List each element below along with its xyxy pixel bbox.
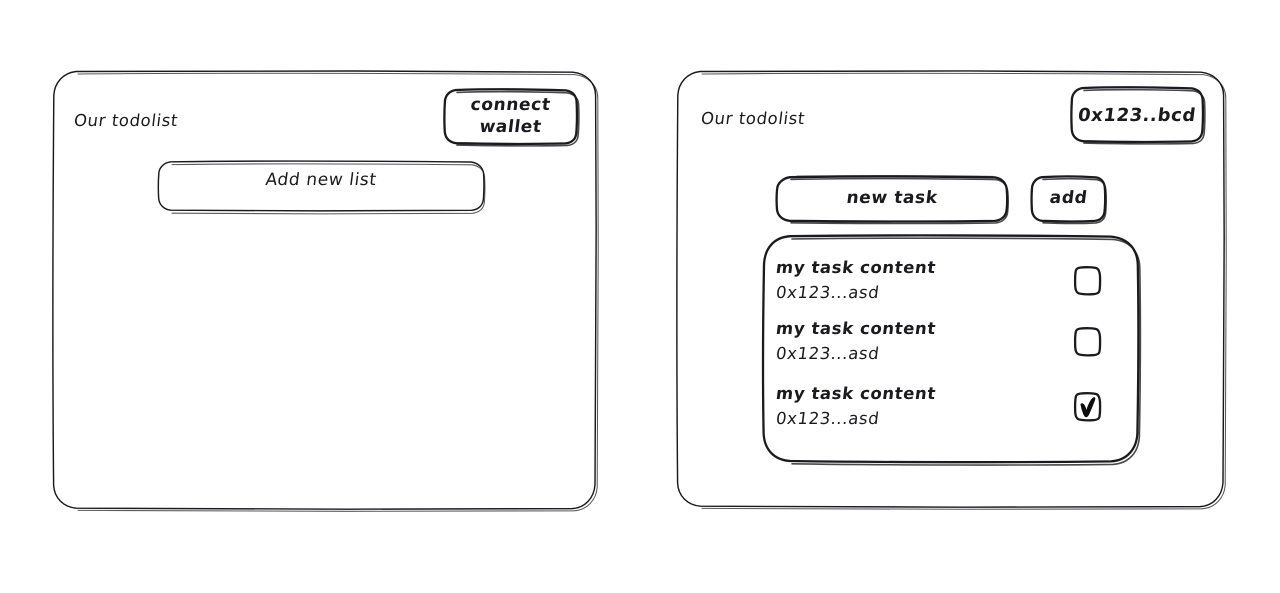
wallet-address-label: 0x123..bcd bbox=[1076, 105, 1198, 126]
screen-connected-panel: Our todolist 0x123..bcd new task add bbox=[676, 70, 1227, 510]
checkbox-shape bbox=[1073, 266, 1102, 296]
new-task-input-value: new task bbox=[845, 188, 939, 208]
screen-disconnected-panel: Our todolist connect wallet Add new list bbox=[52, 70, 599, 512]
task-address: 0x123...asd bbox=[774, 343, 881, 363]
page-title: Our todolist bbox=[72, 111, 180, 130]
wallet-address-badge[interactable]: 0x123..bcd bbox=[1070, 86, 1206, 145]
add-new-list-label: Add new list bbox=[264, 170, 378, 190]
task-content: my task content bbox=[774, 384, 938, 403]
page-title: Our todolist bbox=[699, 109, 807, 128]
checkbox-checked-icon[interactable] bbox=[1073, 392, 1102, 422]
checkbox-unchecked-icon[interactable] bbox=[1073, 327, 1102, 357]
task-list-item[interactable]: my task content 0x123...asd bbox=[774, 317, 1106, 367]
task-list: my task content 0x123...asd my task cont… bbox=[756, 234, 1145, 466]
task-address: 0x123...asd bbox=[774, 282, 881, 302]
new-task-input[interactable]: new task bbox=[775, 175, 1009, 225]
check-glyph bbox=[1080, 397, 1096, 418]
task-content: my task content bbox=[774, 319, 938, 338]
checkbox-unchecked-icon[interactable] bbox=[1073, 266, 1102, 296]
checkbox-shape bbox=[1073, 327, 1102, 357]
connect-wallet-line1: connect bbox=[469, 95, 552, 115]
task-list-item[interactable]: my task content 0x123...asd bbox=[774, 382, 1106, 432]
connect-wallet-button[interactable]: connect wallet bbox=[443, 88, 580, 147]
task-content: my task content bbox=[774, 258, 938, 277]
task-address: 0x123...asd bbox=[774, 408, 881, 428]
connect-wallet-line2: wallet bbox=[478, 117, 543, 137]
add-task-button-label: add bbox=[1048, 188, 1089, 208]
task-list-item[interactable]: my task content 0x123...asd bbox=[774, 256, 1106, 306]
add-new-list-button[interactable]: Add new list bbox=[157, 160, 486, 215]
add-task-button[interactable]: add bbox=[1030, 175, 1107, 225]
